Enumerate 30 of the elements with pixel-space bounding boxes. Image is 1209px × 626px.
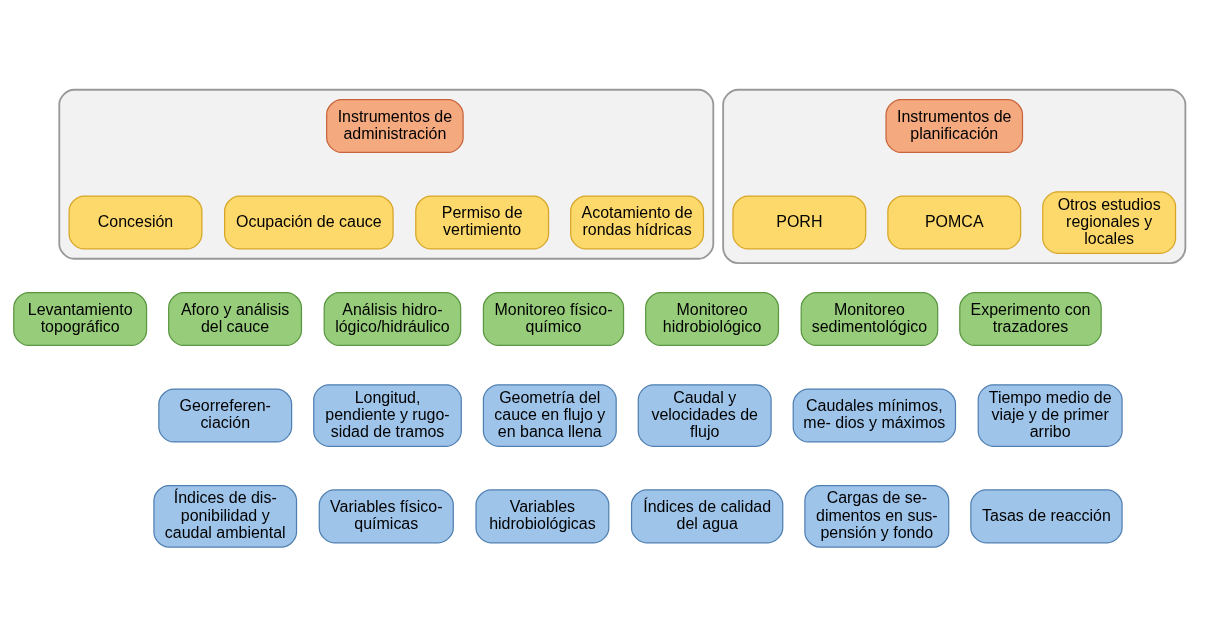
- node-box: Tiempo medio de viaje y de primer arribo: [977, 383, 1123, 447]
- node-box: Monitoreo hidrobiológico: [645, 291, 780, 346]
- node-box: Instrumentos de planificación: [885, 98, 1024, 153]
- node-box: Acotamiento de rondas hídricas: [570, 194, 705, 250]
- node-box: Monitoreo físico-químico: [482, 291, 625, 346]
- node-box: Otros estudios regionales y locales: [1042, 190, 1177, 254]
- node-box: Permiso de vertimiento: [415, 194, 550, 250]
- node-box: Longitud, pendiente y rugo- sidad de tramos: [313, 383, 462, 447]
- node-box: Variables físico- químicas: [318, 488, 454, 543]
- node-box: Caudales mínimos, me- dios y máximos: [792, 388, 957, 443]
- cluster: [722, 88, 1187, 264]
- node-box: Caudal y velocidades de flujo: [637, 383, 772, 447]
- node-box: Experimento con trazadores: [959, 291, 1102, 346]
- node-box: Tasas de reacción: [970, 488, 1123, 543]
- node-box: Variables hidrobiológicas: [475, 488, 610, 543]
- node-box: PORH: [732, 194, 867, 250]
- node-box: Levantamiento topográfico: [13, 291, 148, 346]
- node-box: Cargas de se- dimentos en sus- pensión y fondo: [804, 484, 950, 548]
- node-box: Aforo y análisis del cauce: [168, 291, 303, 346]
- cluster: [58, 88, 715, 260]
- node-box: Índices de dis- ponibilidad y caudal ambiental: [153, 484, 298, 548]
- node-box: Geometría del cauce en flujo y en banca llena: [482, 383, 617, 447]
- node-box: POMCA: [887, 194, 1022, 250]
- node-box: Análisis hidro- lógico/hidráulico: [323, 291, 462, 346]
- node-box: Georreferen- ciación: [158, 388, 293, 443]
- node-box: Monitoreo sedimentológico: [800, 291, 939, 346]
- node-box: Ocupación de cauce: [224, 194, 394, 250]
- node-box: Instrumentos de administración: [326, 98, 464, 153]
- node-box: Índices de calidad del agua: [630, 488, 784, 543]
- node-box: Concesión: [68, 194, 203, 250]
